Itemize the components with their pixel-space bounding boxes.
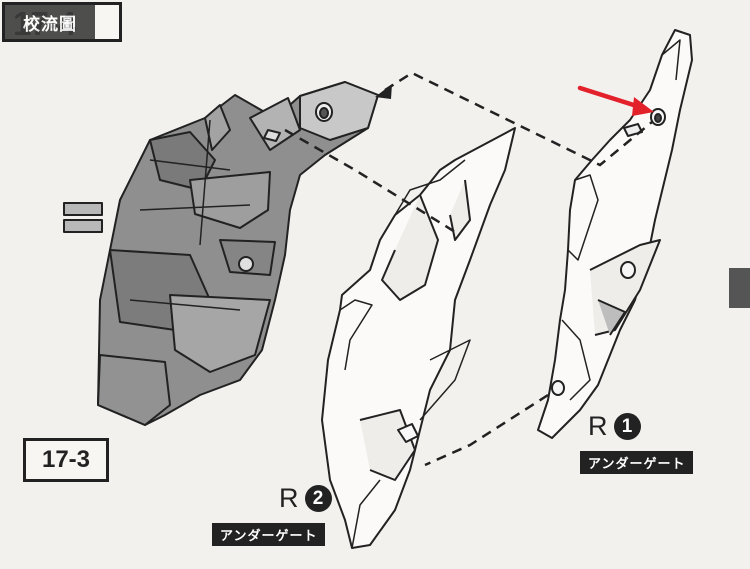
- part-r1-name-tag: アンダーゲート: [580, 451, 694, 474]
- part-r1-code: R: [588, 411, 608, 441]
- part-r1-number: 1: [613, 413, 641, 440]
- part-r1-label: R 1: [588, 411, 641, 442]
- head-assembly: [63, 81, 379, 426]
- part-r2-code: R: [279, 483, 299, 513]
- reference-step-box: 17-3: [23, 438, 109, 482]
- r2-under-gate-part: [321, 127, 516, 549]
- part-r2-label: R 2: [279, 483, 332, 514]
- part-r2-number: 2: [304, 485, 332, 512]
- r1-under-gate-part: [537, 29, 693, 439]
- red-arrow-icon: [577, 85, 654, 116]
- guide-arrowhead: [375, 84, 392, 99]
- step-number-box: 17-4 校流圖: [2, 2, 122, 42]
- part-r2-name-tag: アンダーゲート: [212, 523, 326, 546]
- dashed-guide-lines: [284, 71, 653, 467]
- watermark-stamp: 校流圖: [5, 5, 95, 39]
- page-edge-tab: [729, 268, 750, 308]
